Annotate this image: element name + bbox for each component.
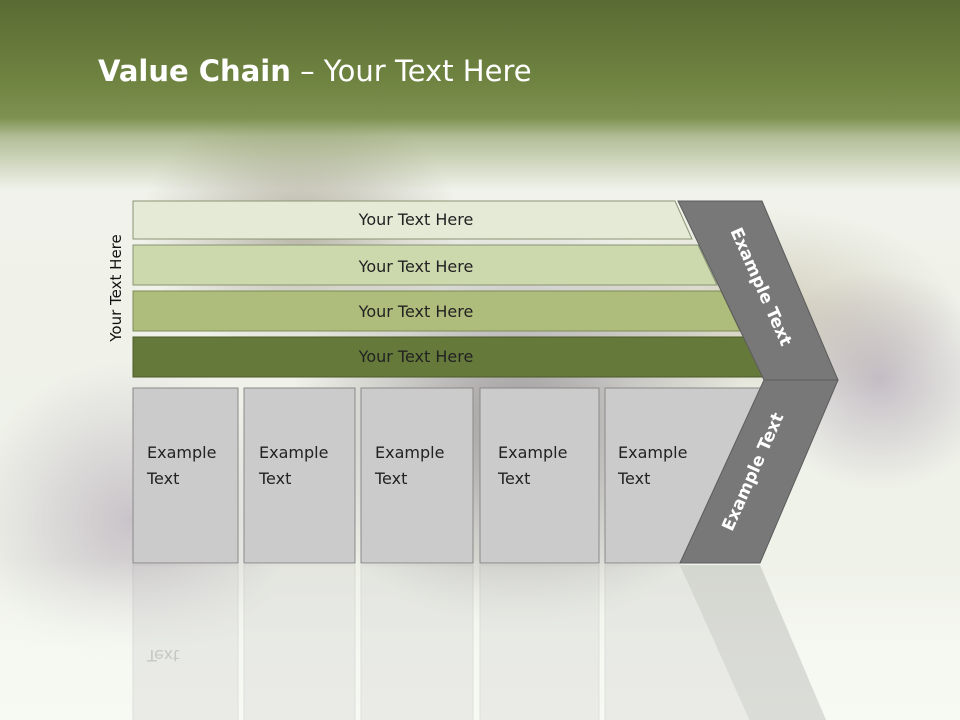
chevron-lower[interactable] (679, 379, 839, 564)
activity-box-2[interactable] (243, 387, 356, 564)
activity-box-4[interactable] (479, 387, 600, 564)
box-1-line-2: Text (147, 469, 180, 488)
box-5-line-2: Text (618, 469, 651, 488)
activity-box-3-text: Example Text (375, 440, 444, 492)
box-2-line-2: Text (259, 469, 292, 488)
header-band (0, 0, 960, 190)
row-bar-2[interactable] (132, 244, 718, 286)
row-label-1: Your Text Here (358, 210, 474, 229)
row-bar-1[interactable] (132, 200, 693, 240)
activity-box-5-text: Example Text (618, 440, 687, 492)
box-3-line-2: Text (375, 469, 408, 488)
box-1-line-1: Example (147, 443, 217, 462)
activity-box-2-text: Example Text (259, 440, 328, 492)
background-fade (0, 560, 960, 720)
slide-title[interactable]: Value Chain – Your Text Here (98, 54, 532, 88)
activity-box-1-text: Example Text (147, 440, 216, 492)
box-4-line-1: Example (498, 443, 568, 462)
activity-box-1[interactable] (132, 387, 239, 564)
svg-text:Text: Text (146, 646, 179, 665)
activity-box-4-text: Example Text (498, 440, 567, 492)
row-label-3: Your Text Here (358, 302, 474, 321)
activity-box-3[interactable] (360, 387, 474, 564)
row-label-4: Your Text Here (358, 347, 474, 366)
diagram-reflection: Text (132, 564, 827, 720)
box-3-line-1: Example (375, 443, 445, 462)
box-2-line-1: Example (259, 443, 329, 462)
row-label-2: Your Text Here (358, 257, 474, 276)
box-5-line-1: Example (618, 443, 688, 462)
title-bold: Value Chain (98, 54, 291, 88)
title-rest: – Your Text Here (290, 54, 532, 88)
box-4-line-2: Text (498, 469, 531, 488)
